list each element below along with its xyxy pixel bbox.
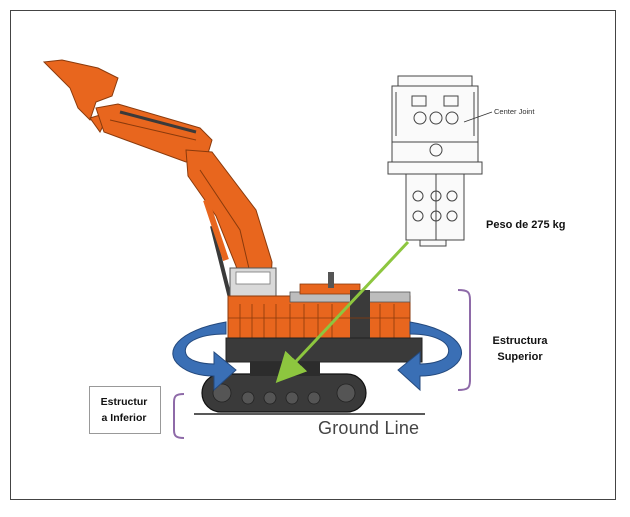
upper-structure-label: Estructura Superior (484, 333, 556, 365)
excavator-arm (95, 103, 213, 163)
lower-structure-label-line2: a Inferior (101, 412, 147, 424)
weight-label: Peso de 275 kg (486, 219, 566, 231)
rotation-arrow-right (397, 321, 463, 392)
upper-structure-label-line1: Estructura (492, 335, 548, 347)
excavator (42, 59, 423, 413)
lower-structure-label-line1: Estructur (100, 396, 148, 408)
center-joint-label: Center Joint (494, 107, 535, 116)
bucket (42, 59, 119, 121)
center-joint-leader (463, 111, 493, 123)
weight-pointer-arrow (275, 240, 410, 383)
lower-structure-bracket (173, 393, 185, 439)
upper-structure-label-line2: Superior (497, 351, 543, 363)
rotation-arrow-left (172, 321, 237, 392)
lower-structure-label-box (89, 386, 161, 434)
upper-structure-bracket (457, 289, 471, 391)
center-joint-drawing (387, 75, 483, 247)
lower-structure-label: Estructur a Inferior (89, 394, 159, 426)
ground-line-label: Ground Line (318, 418, 420, 438)
